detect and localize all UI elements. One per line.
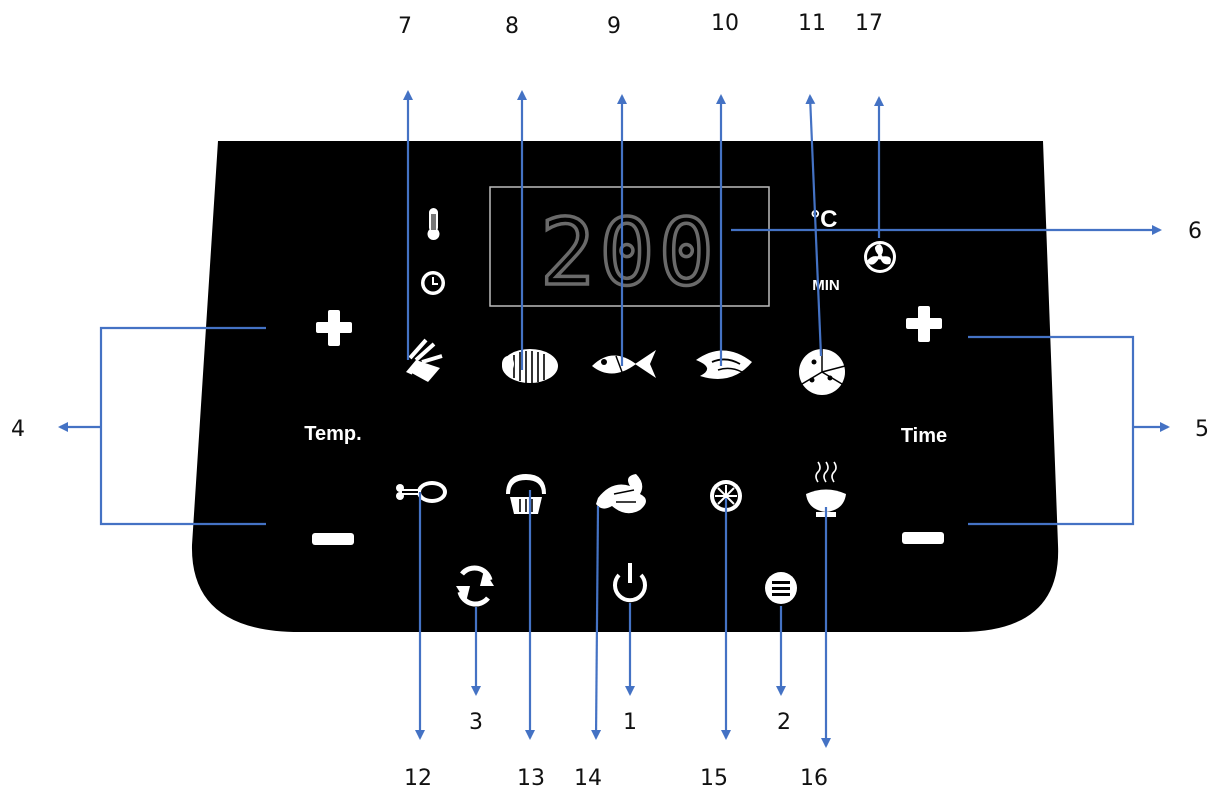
display-frame	[489, 186, 770, 307]
callout-number: 9	[607, 14, 621, 39]
rotate-icon[interactable]	[456, 565, 494, 607]
callout-number: 15	[700, 766, 728, 791]
temp-label: Temp.	[304, 423, 361, 445]
time-plus-button[interactable]	[906, 306, 942, 342]
callout-number: 6	[1188, 219, 1202, 244]
minutes-label: MIN	[812, 277, 840, 294]
fish-icon[interactable]	[592, 350, 656, 378]
callout-number: 16	[800, 766, 828, 791]
callout-number: 8	[505, 14, 519, 39]
callout-number: 1	[623, 710, 637, 735]
time-minus-button[interactable]	[902, 532, 944, 544]
fries-icon[interactable]	[406, 338, 443, 385]
callout-number: 2	[777, 710, 791, 735]
callout-arrows	[58, 90, 1170, 748]
power-icon[interactable]	[613, 563, 647, 603]
callout-number: 12	[404, 766, 432, 791]
fan-icon[interactable]	[864, 241, 896, 273]
callout-number: 14	[574, 766, 602, 791]
callout-number: 17	[855, 11, 883, 36]
time-label: Time	[901, 425, 947, 447]
drumstick-icon[interactable]	[396, 481, 447, 503]
callout-number: 7	[398, 14, 412, 39]
temp-plus-button[interactable]	[316, 310, 352, 346]
callout-number: 11	[798, 11, 826, 36]
callout-number: 13	[517, 766, 545, 791]
callout-number: 5	[1195, 417, 1209, 442]
fruit-slice-icon[interactable]	[710, 480, 742, 512]
thermometer-icon	[427, 208, 440, 240]
steak-icon[interactable]	[502, 349, 558, 383]
callout-number: 4	[11, 417, 25, 442]
temp-minus-button[interactable]	[312, 533, 354, 545]
clock-icon	[421, 271, 445, 295]
menu-icon[interactable]	[765, 572, 797, 604]
callout-number: 10	[711, 11, 739, 36]
callout-number: 3	[469, 710, 483, 735]
cake-icon[interactable]	[506, 474, 546, 514]
shrimp-icon[interactable]	[696, 350, 752, 379]
vegetable-icon[interactable]	[596, 474, 646, 514]
pizza-icon[interactable]	[799, 349, 846, 395]
display-value: 200	[540, 199, 718, 306]
